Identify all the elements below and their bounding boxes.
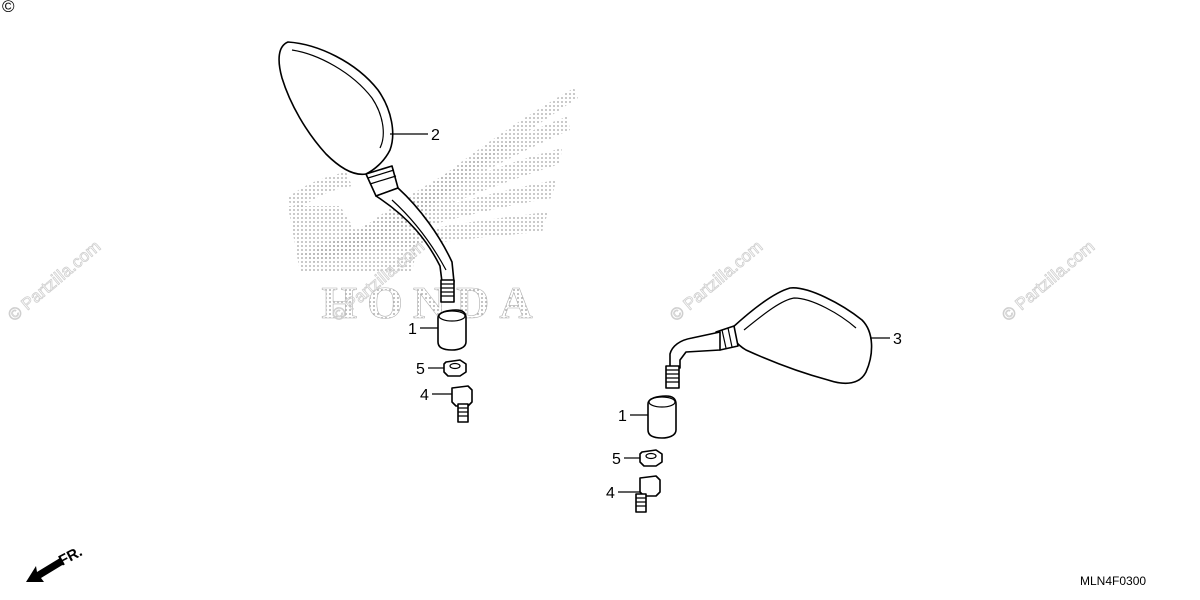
nut-left-hole — [449, 362, 461, 370]
mirror-left-rim — [291, 49, 384, 149]
callout-2: 2 — [431, 127, 440, 144]
front-direction-indicator: FR. — [26, 543, 85, 582]
mirror-right-rim — [743, 297, 857, 331]
copyright-symbol: © — [2, 0, 15, 16]
callout-1-right: 1 — [618, 408, 627, 425]
bolt-left-thread-lines — [458, 407, 468, 417]
mirror-right-thread — [665, 365, 680, 389]
bolt-right-head — [639, 475, 661, 497]
mirror-left-assembly — [278, 41, 455, 303]
cover-right-body — [647, 395, 677, 439]
mirror-left-thread-lines — [441, 283, 454, 297]
cover-left-top — [438, 310, 466, 322]
cover-left-body — [437, 309, 467, 351]
wing-body — [288, 206, 420, 272]
mirror-left-stem-highlight — [391, 199, 447, 271]
nut-right — [639, 449, 663, 467]
watermark-text: © Partzilla.com — [998, 237, 1098, 325]
cover-left — [437, 309, 467, 351]
bolt-right — [635, 475, 661, 513]
mirror-left-head — [278, 41, 394, 176]
mirror-right-collar — [721, 327, 733, 349]
nut-left — [443, 359, 467, 377]
callout-3: 3 — [893, 331, 902, 348]
mirror-right-stem — [669, 331, 721, 369]
honda-brand-text: HONDA — [321, 277, 542, 328]
mirror-right-assembly — [665, 287, 873, 389]
mirror-left-thread — [440, 279, 455, 303]
bolt-left-head — [451, 385, 473, 407]
callout-1-left: 1 — [408, 321, 417, 338]
nut-right-hole — [645, 452, 657, 460]
callout-5-left: 5 — [416, 361, 425, 378]
bolt-right-shank — [635, 493, 647, 513]
cover-right — [647, 395, 677, 439]
mirror-right-head — [730, 287, 873, 385]
callout-4-right: 4 — [606, 485, 615, 502]
cover-right-top — [648, 396, 676, 408]
diagram-code: MLN4F0300 — [1080, 574, 1146, 588]
honda-wing-logo — [286, 88, 578, 272]
callout-4-left: 4 — [420, 387, 429, 404]
callout-5-right: 5 — [612, 451, 621, 468]
watermark-text: © Partzilla.com — [4, 237, 104, 325]
mirror-right-thread-lines — [666, 369, 679, 383]
bolt-right-thread-lines — [636, 497, 646, 507]
front-arrow-icon — [26, 558, 64, 582]
bolt-left-shank — [457, 403, 469, 423]
bolt-left — [451, 385, 473, 423]
wing-outer-edge — [286, 172, 352, 210]
mirror-left-collar — [367, 169, 397, 185]
